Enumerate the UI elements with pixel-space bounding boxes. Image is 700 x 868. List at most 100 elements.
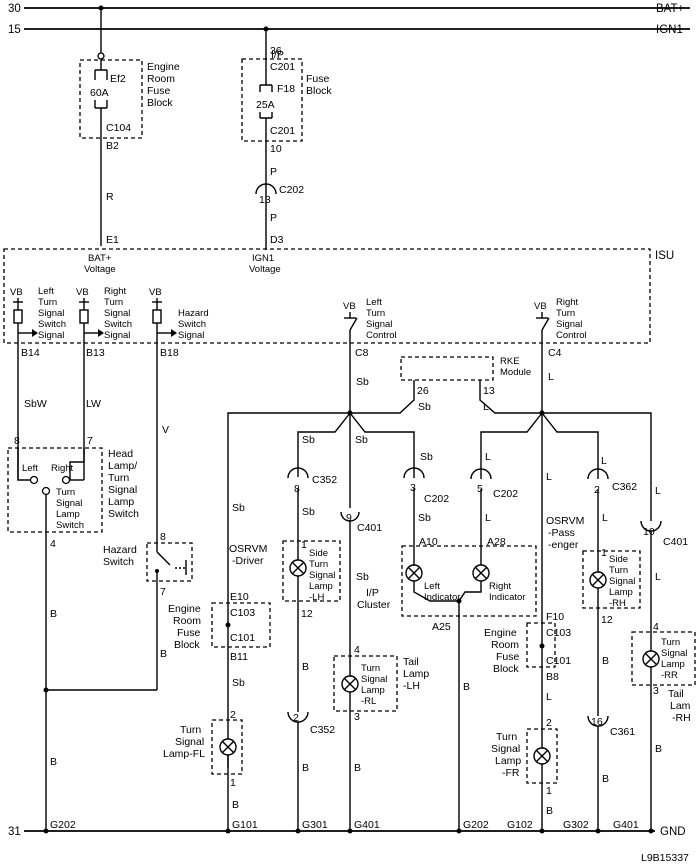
osrvm-d-lamp-2: Turn bbox=[309, 559, 328, 570]
c202b-label: C202 bbox=[493, 488, 518, 500]
ign-rail-number: 15 bbox=[8, 24, 21, 36]
wire-b-hazard: B bbox=[160, 648, 167, 660]
erfb-l-b11: B11 bbox=[230, 651, 248, 663]
osrvm-p-label-1: OSRVM bbox=[546, 515, 584, 527]
wire-sbw: SbW bbox=[24, 398, 47, 410]
erfb-r-c103: C103 bbox=[546, 627, 571, 639]
hls-inner-3: Lamp bbox=[56, 509, 80, 520]
osrvm-p-lamp-5: -RH bbox=[609, 598, 626, 609]
headlamp-switch: 8 7 Left Right Turn Signal Lamp Switch H… bbox=[7, 435, 139, 834]
isu-label: ISU bbox=[655, 250, 674, 262]
hls-label-2: Lamp/ bbox=[108, 460, 137, 472]
c352b-pin: 2 bbox=[293, 712, 299, 724]
osrvm-p-label-3: -enger bbox=[548, 539, 579, 551]
rl-pin4: 4 bbox=[354, 644, 360, 656]
cluster-a25: A25 bbox=[432, 621, 451, 633]
wire-l-cluster: L bbox=[485, 512, 491, 524]
isu-left-switch-input: VB Left Turn Signal Switch Signal bbox=[10, 286, 66, 345]
c202-pin: 13 bbox=[259, 194, 271, 206]
hazard-input-3: Signal bbox=[178, 330, 204, 341]
bat-rail-label: BAT+ bbox=[656, 3, 685, 15]
wire-l-fr2: L bbox=[546, 691, 552, 703]
osrvm-d-lamp-4: Lamp bbox=[309, 581, 333, 592]
rke-label-2: Module bbox=[500, 367, 531, 378]
left-switch-3: Signal bbox=[38, 308, 64, 319]
vb-label: VB bbox=[534, 301, 547, 312]
wire-sb-352b: Sb bbox=[302, 506, 315, 518]
right-control-4: Control bbox=[556, 330, 587, 341]
hazard-label-1: Hazard bbox=[103, 544, 137, 556]
wire-sb-fl: Sb bbox=[232, 502, 245, 514]
wire-b-osrvm-p: B bbox=[602, 655, 609, 667]
osrvm-d-label-2: -Driver bbox=[232, 555, 264, 567]
wire-sb-401b: Sb bbox=[356, 571, 369, 583]
left-switch-5: Signal bbox=[38, 330, 64, 341]
wire-l-fr: L bbox=[546, 471, 552, 483]
vb-label: VB bbox=[149, 287, 162, 298]
left-distribution: Sb Sb Sb Sb 8 C352 Sb 9 C401 Sb 3 C202 S… bbox=[227, 410, 449, 676]
hls-inner-4: Switch bbox=[56, 520, 84, 531]
fuse-f18: 36 C201 F18 25A I/P Fuse Block C201 10 P… bbox=[241, 26, 332, 250]
left-switch-1: Left bbox=[38, 286, 54, 297]
f18-block-3: Block bbox=[306, 85, 332, 97]
rke-pin13: 13 bbox=[483, 385, 495, 397]
hls-label-6: Switch bbox=[108, 508, 139, 520]
ef2-amp: 60A bbox=[90, 87, 109, 99]
vb-label: VB bbox=[76, 287, 89, 298]
lamp-fl: 2 1 Turn Signal Lamp-FL B bbox=[163, 709, 243, 831]
wire-b-cluster: B bbox=[463, 681, 470, 693]
f18-amp: 25A bbox=[256, 99, 275, 111]
hazard-pin7: 7 bbox=[160, 586, 166, 598]
rr-pin3: 3 bbox=[653, 685, 659, 697]
ground-g302: G302 bbox=[563, 819, 589, 831]
hls-right: Right bbox=[51, 463, 74, 474]
rl-label-2: Lamp bbox=[403, 668, 429, 680]
ign-rail: 15 IGN1 bbox=[8, 24, 690, 36]
cluster-left-1: Left bbox=[424, 581, 440, 592]
wire-b-hls2: B bbox=[50, 756, 57, 768]
ef2-conn: C104 bbox=[106, 122, 131, 134]
hls-label-4: Signal bbox=[108, 484, 137, 496]
isu-ign-voltage-2: Voltage bbox=[249, 264, 281, 275]
c202a-pin: 3 bbox=[410, 482, 416, 494]
wire-l-362b: L bbox=[602, 512, 608, 524]
rr-label-1: Tail bbox=[668, 688, 684, 700]
wire-lw: LW bbox=[86, 398, 101, 410]
rke-label-1: RKE bbox=[500, 356, 520, 367]
bat-rail: 30 BAT+ bbox=[8, 3, 690, 15]
isu-d3: D3 bbox=[270, 234, 284, 246]
right-control-2: Turn bbox=[556, 308, 575, 319]
wire-b-fl: B bbox=[232, 799, 239, 811]
ef2-block-1: Engine bbox=[147, 61, 180, 73]
ef2-block-3: Fuse bbox=[147, 85, 171, 97]
f18-pin-top: 36 bbox=[270, 45, 282, 57]
c361-pin: 16 bbox=[591, 716, 603, 728]
wire-b-c361: B bbox=[602, 773, 609, 785]
erfb-r-f10: F10 bbox=[546, 611, 564, 623]
rke-wire-l: L bbox=[483, 401, 489, 413]
rl-inner-4: -RL bbox=[361, 696, 376, 707]
right-switch-1: Right bbox=[104, 286, 127, 297]
rr-inner-3: Lamp bbox=[661, 659, 685, 670]
c362-label: C362 bbox=[612, 481, 637, 493]
f18-name: F18 bbox=[277, 83, 295, 95]
lamp-tail-lh: 4 Turn Signal Lamp -RL 3 Tail Lamp -LH B bbox=[333, 644, 429, 831]
right-distribution: L L L L 5 C202 L 2 C362 L 10 C401 L bbox=[470, 410, 688, 658]
hls-inner-2: Signal bbox=[56, 498, 82, 509]
wire-sb-401: Sb bbox=[355, 434, 368, 446]
erfb-l-c103: C103 bbox=[230, 607, 255, 619]
lamp-tail-rh: 4 Turn Signal Lamp -RR 3 Tail Lam -RH B bbox=[631, 621, 696, 831]
rr-label-2: Lam bbox=[670, 700, 691, 712]
wire-b-hls: B bbox=[50, 608, 57, 620]
fl-label-1: Turn bbox=[180, 724, 201, 736]
right-control-3: Signal bbox=[556, 319, 582, 330]
ground-g101: G101 bbox=[232, 819, 258, 831]
rl-pin3: 3 bbox=[354, 711, 360, 723]
rr-inner-1: Turn bbox=[661, 637, 680, 648]
cluster-left-2: Indicator bbox=[424, 592, 460, 603]
left-switch-4: Switch bbox=[38, 319, 66, 330]
isu-right-control-output: VB Right Turn Signal Control C4 bbox=[534, 297, 587, 413]
f18-block-1: I/P bbox=[271, 49, 284, 61]
cluster-label-2: Cluster bbox=[357, 599, 391, 611]
erfb-r-b8: B8 bbox=[546, 671, 559, 683]
